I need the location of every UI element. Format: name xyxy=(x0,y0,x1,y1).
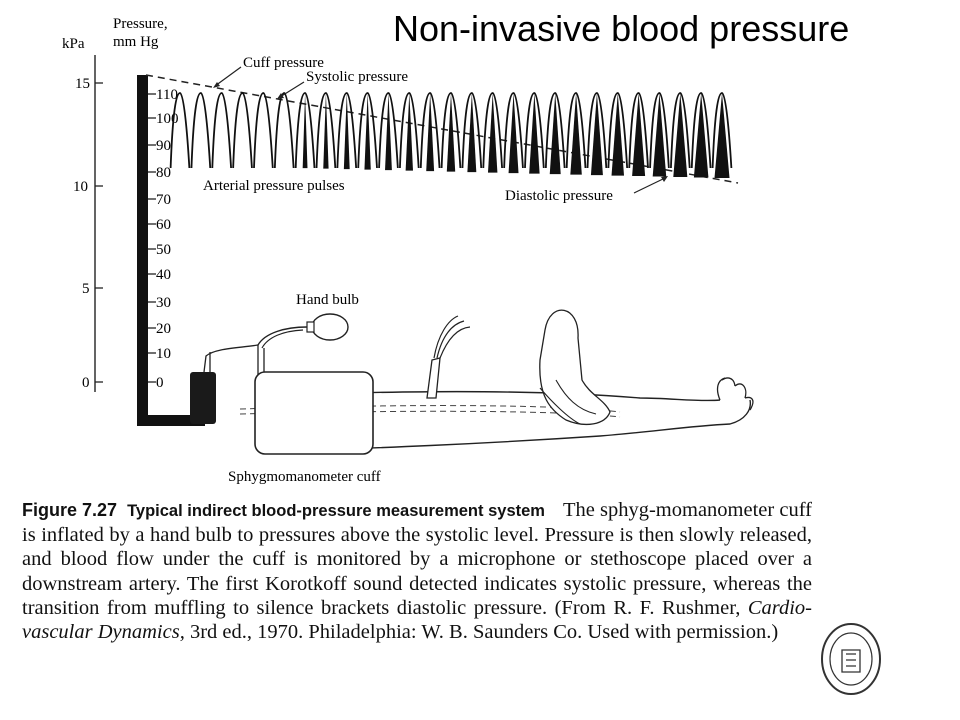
pressure-pulse xyxy=(670,92,691,169)
mmhg-tick-0: 0 xyxy=(156,375,164,391)
pulse-fill xyxy=(714,93,730,178)
mmhg-tick-30: 30 xyxy=(156,295,171,311)
examiner-hand xyxy=(539,309,611,426)
mmhg-tick-110: 110 xyxy=(156,87,178,103)
caption-title: Typical indirect blood-pressure measurem… xyxy=(127,502,545,520)
pulse-fill xyxy=(364,93,371,170)
pulse-fill xyxy=(652,93,667,177)
pressure-pulse xyxy=(524,92,545,169)
kpa-ticks: 15 10 5 0 xyxy=(73,76,103,391)
bulb-tube xyxy=(257,326,308,346)
pulse-fill xyxy=(446,93,456,172)
pulse-fill xyxy=(385,93,392,171)
pressure-pulse xyxy=(607,92,629,169)
mmhg-tick-50: 50 xyxy=(156,242,171,258)
pulse-fill xyxy=(323,93,329,169)
pressure-pulse xyxy=(482,92,503,169)
arterial-pulses-label: Arterial pressure pulses xyxy=(203,178,345,194)
pressure-pulse xyxy=(690,92,712,169)
manometer-tube xyxy=(203,344,259,373)
pressure-pulse xyxy=(253,92,274,169)
pressure-pulse xyxy=(336,92,358,169)
figure-caption: Figure 7.27 Typical indirect blood-pressu… xyxy=(22,498,812,644)
cuff-pressure-pointer xyxy=(214,66,242,87)
mmhg-tick-80: 80 xyxy=(156,165,171,181)
mmhg-tick-100: 100 xyxy=(156,111,179,127)
pulse-fill xyxy=(426,93,435,172)
pressure-pulse xyxy=(461,92,483,169)
pulse-fill xyxy=(405,93,413,171)
pulse-fill xyxy=(487,93,498,173)
arm-outline-bottom xyxy=(261,399,752,453)
pulse-fill xyxy=(693,93,709,178)
diastolic-pressure-pointer xyxy=(633,177,666,194)
kpa-unit-label: kPa xyxy=(62,36,85,52)
mmhg-unit-line2: mm Hg xyxy=(113,34,159,50)
pressure-pulse xyxy=(294,92,316,169)
university-seal-icon xyxy=(821,623,881,695)
pressure-pulse xyxy=(649,92,670,169)
arterial-pressure-pulses xyxy=(169,92,733,178)
slide-title: Non-invasive blood pressure xyxy=(393,8,850,49)
pressure-pulse xyxy=(628,92,649,169)
pulse-fill xyxy=(570,93,582,175)
kpa-tick-15: 15 xyxy=(75,76,90,92)
diastolic-pressure-label: Diastolic pressure xyxy=(505,188,613,204)
pulse-fill xyxy=(302,93,308,169)
pulse-fill xyxy=(632,93,646,177)
hand-bulb-label: Hand bulb xyxy=(296,292,359,308)
pressure-pulse xyxy=(169,92,191,169)
cuff-pressure-line xyxy=(145,74,739,184)
pressure-pulse xyxy=(586,92,608,169)
mmhg-tick-60: 60 xyxy=(156,217,171,233)
pulse-fill xyxy=(549,93,561,175)
mmhg-ticks: 110 100 90 80 70 60 50 40 30 20 10 0 xyxy=(148,87,179,391)
pressure-pulse xyxy=(232,92,253,169)
pressure-pulse xyxy=(503,92,524,169)
cuff-pressure-label: Cuff pressure xyxy=(243,55,324,71)
pressure-pulse xyxy=(544,92,566,169)
mmhg-tick-10: 10 xyxy=(156,346,171,362)
pressure-pulse xyxy=(378,92,399,169)
pressure-pulse xyxy=(211,92,232,169)
stethoscope-tubes xyxy=(433,315,471,359)
kpa-tick-0: 0 xyxy=(82,375,90,391)
kpa-tick-5: 5 xyxy=(82,281,90,297)
mmhg-tick-40: 40 xyxy=(156,267,171,283)
pulse-fill xyxy=(343,93,350,170)
manometer-column xyxy=(137,75,148,425)
pressure-pulse xyxy=(315,92,337,169)
pulse-fill xyxy=(590,93,603,176)
pulse-fill xyxy=(467,93,477,173)
mmhg-tick-20: 20 xyxy=(156,321,171,337)
pressure-pulse xyxy=(419,92,441,169)
pulse-fill xyxy=(673,93,688,178)
pressure-measurement-diagram: kPa 15 10 5 0 Pressure, mm Hg 110 100 90… xyxy=(62,16,754,485)
caption-body-2: 3rd ed., 1970. Philadelphia: W. B. Saund… xyxy=(184,621,779,644)
arm-hand xyxy=(716,377,754,411)
pressure-pulse xyxy=(190,92,212,169)
mmhg-tick-70: 70 xyxy=(156,192,171,208)
mercury-reservoir xyxy=(190,372,216,424)
caption-figure-number: Figure 7.27 xyxy=(22,500,118,520)
manometer-base xyxy=(137,415,205,426)
pulse-fill xyxy=(529,93,540,174)
pressure-pulse xyxy=(357,92,378,169)
pulse-fill xyxy=(611,93,625,176)
caption-body-1: The sphyg-momanometer cuff is inflated b… xyxy=(22,499,812,619)
hand-bulb xyxy=(311,313,349,341)
pressure-pulse xyxy=(565,92,587,169)
cuff-label: Sphygmomanometer cuff xyxy=(228,469,381,485)
mmhg-unit-line1: Pressure, xyxy=(113,16,168,32)
systolic-pressure-pointer xyxy=(279,81,305,98)
kpa-tick-10: 10 xyxy=(73,179,88,195)
sphygmomanometer-cuff xyxy=(254,371,374,455)
mmhg-tick-90: 90 xyxy=(156,138,171,154)
caption-book-title: Cardio-vascular Dynamics, xyxy=(22,596,812,644)
pressure-pulse xyxy=(273,92,295,169)
pulse-fill xyxy=(508,93,519,174)
systolic-pressure-label: Systolic pressure xyxy=(306,69,408,85)
pressure-pulse xyxy=(399,92,420,169)
